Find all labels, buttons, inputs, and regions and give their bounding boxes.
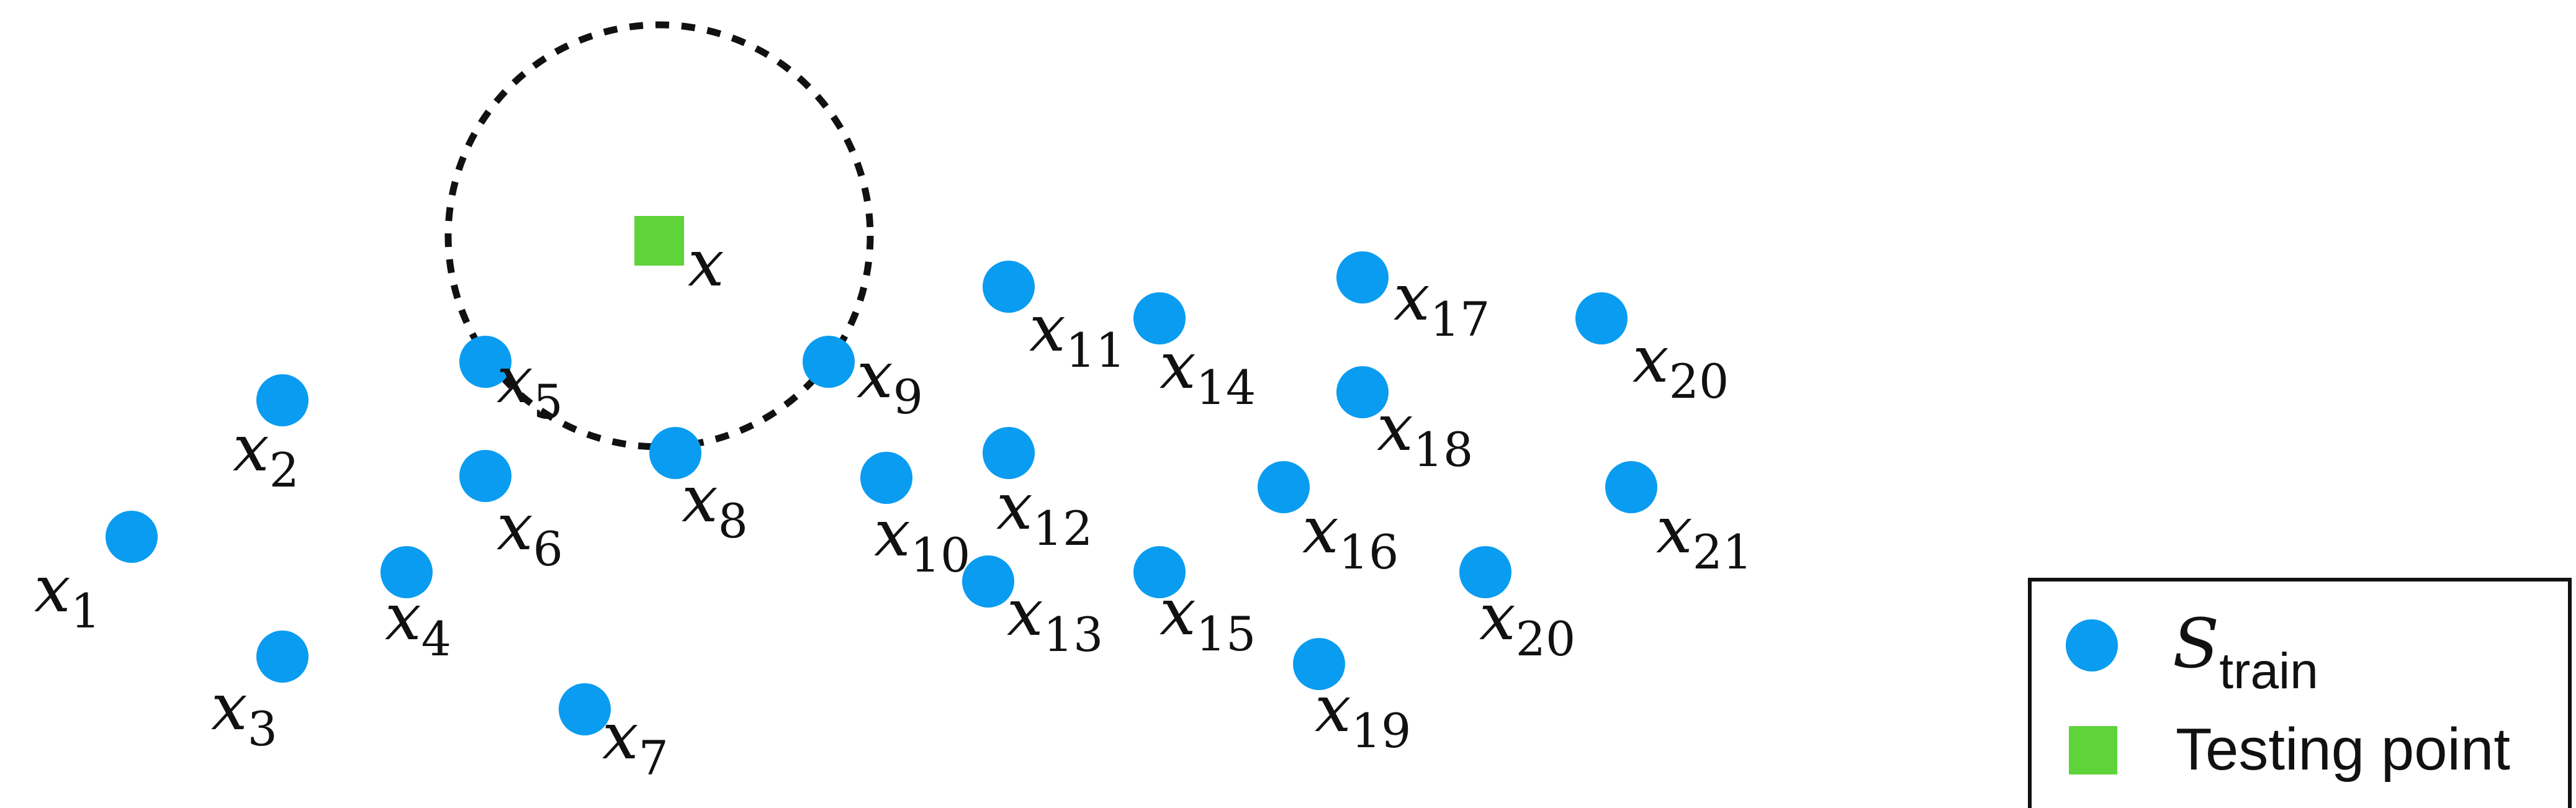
train-point-marker — [256, 631, 308, 683]
train-point-label: x4 — [385, 579, 451, 667]
train-point-label: x11 — [1029, 290, 1125, 378]
train-point: x16 — [1258, 461, 1398, 580]
train-point-marker — [1258, 461, 1310, 513]
train-point: x12 — [983, 427, 1092, 556]
train-point: x1 — [34, 511, 158, 639]
train-point: x11 — [983, 261, 1125, 378]
train-point: x13 — [962, 555, 1103, 662]
train-point-marker — [1605, 461, 1657, 513]
train-point-marker — [1336, 251, 1389, 303]
train-point-label: x8 — [682, 461, 748, 549]
train-point-label: x19 — [1315, 671, 1411, 758]
train-point-marker — [983, 261, 1035, 313]
train-point: x20 — [1575, 292, 1729, 409]
legend-test-label: Testing point — [2176, 716, 2510, 783]
train-point-label: x15 — [1160, 574, 1256, 662]
train-point: x21 — [1605, 461, 1752, 580]
train-point: x6 — [459, 450, 563, 577]
train-point: x5 — [459, 336, 563, 429]
train-point-label: x20 — [1479, 579, 1575, 667]
train-point: x14 — [1133, 292, 1256, 415]
legend-box — [2028, 578, 2572, 808]
train-point-label: x13 — [1007, 575, 1103, 662]
train-point-marker — [803, 336, 855, 388]
train-point-marker — [1336, 366, 1389, 418]
train-point-label: x5 — [497, 342, 563, 429]
train-point-marker — [649, 427, 701, 479]
train-point: x10 — [860, 452, 970, 583]
train-point: x20 — [1459, 546, 1575, 667]
train-point: x9 — [803, 336, 923, 424]
train-point-label: x10 — [874, 495, 970, 583]
train-point-marker — [1133, 546, 1186, 598]
train-point-marker — [459, 336, 511, 388]
train-point-marker — [1459, 546, 1511, 598]
train-point-marker — [559, 683, 611, 735]
train-point: x15 — [1133, 546, 1256, 662]
train-point-label: x14 — [1160, 328, 1256, 415]
train-point: x17 — [1336, 251, 1490, 347]
train-point-marker — [860, 452, 912, 504]
train-point-label: x17 — [1394, 259, 1490, 347]
train-point: x4 — [381, 546, 451, 667]
train-point-label: x2 — [233, 410, 299, 498]
train-point-label: x16 — [1302, 492, 1398, 580]
legend-train-label: Strain — [2173, 604, 2318, 699]
train-point-marker — [381, 546, 433, 598]
train-point-marker — [962, 555, 1014, 608]
legend-train-marker — [2066, 619, 2118, 671]
train-point-label: x9 — [857, 337, 923, 424]
train-point: x2 — [233, 374, 308, 498]
train-point-label: x18 — [1377, 390, 1473, 477]
train-point-marker — [106, 511, 158, 563]
train-point: x19 — [1293, 638, 1411, 758]
train-point: x7 — [559, 683, 669, 786]
train-point-marker — [459, 450, 511, 502]
train-point: x18 — [1336, 366, 1473, 477]
train-point-label: x20 — [1633, 321, 1729, 409]
train-point: x3 — [211, 631, 308, 756]
train-point-marker — [983, 427, 1035, 479]
train-point-marker — [1133, 292, 1186, 344]
train-point-marker — [1293, 638, 1345, 690]
train-point-marker — [256, 374, 308, 426]
train-point-marker — [1575, 292, 1628, 344]
test-point-label: x — [688, 225, 724, 301]
train-point-label: x21 — [1656, 492, 1752, 580]
train-point-label: x3 — [211, 669, 277, 756]
train-point: x8 — [649, 427, 748, 549]
neighborhood-circle — [444, 21, 874, 451]
test-point: x — [634, 216, 724, 301]
train-point-label: x1 — [34, 551, 101, 639]
train-point-label: x7 — [602, 698, 669, 786]
train-point-label: x6 — [497, 489, 563, 577]
legend-test-marker — [2069, 726, 2117, 774]
train-point-label: x12 — [996, 469, 1092, 556]
legend: Strain Testing point — [2028, 578, 2572, 808]
training-points: x1 x2 x3 x4 x5 x6 x7 x8 x9 x10 x11 x12 x13 x14 x15 x16 x… — [34, 251, 1752, 786]
test-point-marker — [634, 216, 684, 266]
